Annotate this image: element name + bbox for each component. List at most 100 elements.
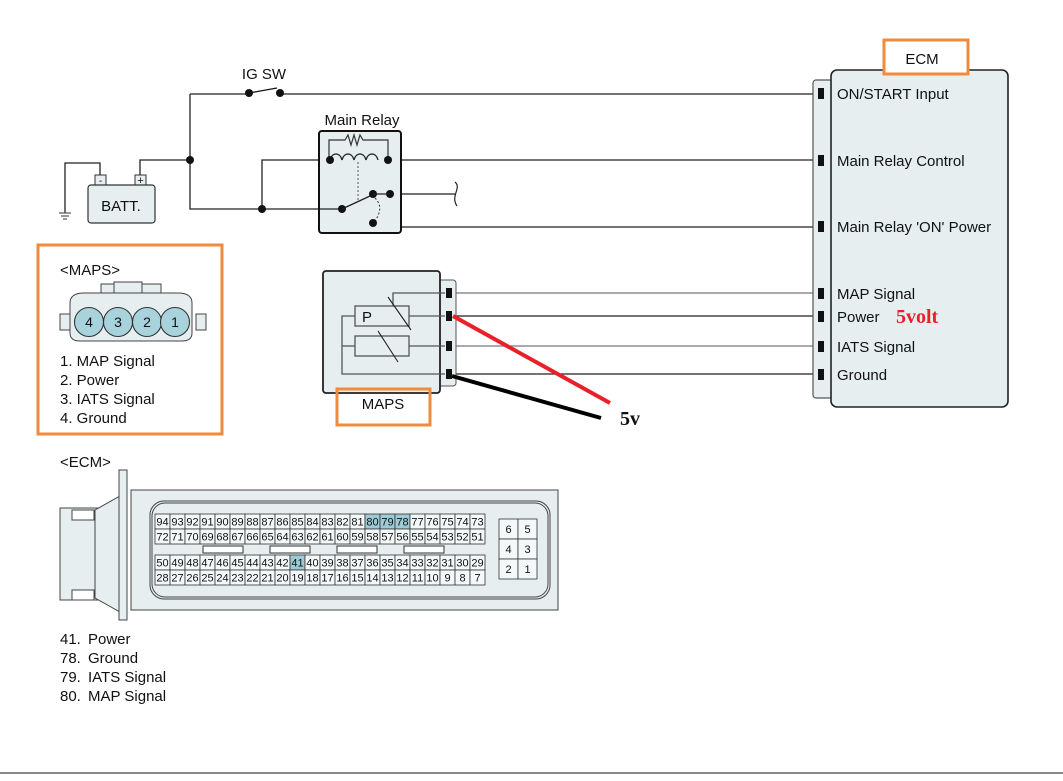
ecm-pin-number: 12	[396, 573, 408, 585]
ecm-connector-title: <ECM>	[60, 454, 111, 471]
ignition-switch: IG SW	[242, 66, 287, 97]
ecm-pin-number: 7	[474, 573, 480, 585]
ecm-pin-number: 79	[381, 517, 393, 529]
ecm-legend-num: 78.	[60, 650, 81, 667]
ecm-pin-number: 24	[216, 573, 228, 585]
ecm-key-slots	[202, 545, 445, 554]
ecm-pin-number: 37	[351, 558, 363, 570]
ecm-legend-label: Ground	[88, 650, 138, 667]
ecm-pin-number: 27	[171, 573, 183, 585]
ecm-pin-number: 47	[201, 558, 213, 570]
ecm-pin-number: 13	[381, 573, 393, 585]
ecm-pin-number: 51	[471, 532, 483, 544]
ecm-aux-pin-number: 1	[524, 564, 530, 576]
maps-connector-title: <MAPS>	[60, 262, 120, 279]
ecm-aux-pin-number: 2	[505, 564, 511, 576]
ecm-pin-number: 54	[426, 532, 438, 544]
ecm-pin-number: 75	[441, 517, 453, 529]
ecm-pin-label: IATS Signal	[837, 339, 915, 356]
wire-battery-positive	[139, 159, 190, 180]
ecm-pin-number: 68	[216, 532, 228, 544]
ecm-pin-number: 71	[171, 532, 183, 544]
ecm-pin-terminals	[818, 88, 824, 380]
ecm-pin-number: 94	[156, 517, 168, 529]
ecm-pin-number: 43	[261, 558, 273, 570]
ecm-pin-cell	[469, 528, 486, 545]
ecm-pin-number: 82	[336, 517, 348, 529]
ecm-pin-number: 64	[276, 532, 288, 544]
ecm-pin-number: 63	[291, 532, 303, 544]
ecm-pin-number: 81	[351, 517, 363, 529]
ecm-pin-number: 40	[306, 558, 318, 570]
ecm-pin-number: 30	[456, 558, 468, 570]
ecm-pin-labels: ON/START Input Main Relay Control Main R…	[837, 86, 991, 384]
ecm-pin-number: 76	[426, 517, 438, 529]
ecm-pin-number: 11	[412, 573, 423, 585]
maps-legend-item: 3. IATS Signal	[60, 391, 155, 408]
ecm-aux-pin-number: 3	[524, 544, 530, 556]
ecm-legend-num: 80.	[60, 688, 81, 705]
ecm-pin-label: Main Relay Control	[837, 153, 965, 170]
ecm-pin-label: ON/START Input	[837, 86, 950, 103]
ecm-pin-number: 72	[156, 532, 168, 544]
ecm-pin-label: MAP Signal	[837, 286, 915, 303]
ecm-pin-number: 26	[186, 573, 198, 585]
ecm-pin-number: 20	[276, 573, 288, 585]
ecm-pin-number: 36	[366, 558, 378, 570]
maps-label: MAPS	[362, 396, 405, 413]
ecm-pin-number: 50	[156, 558, 168, 570]
ecm-pin-number: 48	[186, 558, 198, 570]
ecm-pin-number: 17	[321, 573, 333, 585]
battery: - + BATT.	[87, 174, 156, 224]
maps-pin-number: 3	[114, 314, 122, 330]
test-lead-voltage-annotation: 5v	[620, 408, 640, 430]
ecm-pin-label: Power	[837, 309, 880, 326]
maps-sensor: P MAPS	[322, 270, 457, 427]
ecm-pin-number: 8	[459, 573, 465, 585]
ecm-legend-label: MAP Signal	[88, 688, 166, 705]
ecm-pin-number: 87	[261, 517, 273, 529]
ecm-pin-number: 93	[171, 517, 183, 529]
ground-icon	[59, 212, 71, 220]
ecm-pin-number: 44	[246, 558, 258, 570]
wire-continuation-icon	[454, 181, 458, 207]
main-relay-label: Main Relay	[324, 112, 400, 129]
maps-pin	[159, 306, 191, 338]
ecm-pin-number: 33	[411, 558, 423, 570]
ecm-pin-number: 83	[321, 517, 333, 529]
red-test-lead	[452, 314, 611, 405]
ecm-pin-number: 49	[171, 558, 183, 570]
pressure-sensor-symbol: P	[362, 309, 372, 326]
ecm-pin-number: 57	[381, 532, 393, 544]
ecm-legend-label: IATS Signal	[88, 669, 166, 686]
ecm-pin-number: 16	[336, 573, 348, 585]
wire-relay-coil-feed	[261, 159, 330, 209]
ecm-pin-cell	[469, 569, 486, 586]
maps-legend-item: 4. Ground	[60, 410, 127, 427]
ecm-pin-number: 61	[321, 532, 333, 544]
ecm-pin-number: 15	[351, 573, 363, 585]
ecm-pin-number: 45	[231, 558, 243, 570]
maps-legend-item: 1. MAP Signal	[60, 353, 155, 370]
ecm-pin-number: 73	[471, 517, 483, 529]
ecm-pin-number: 67	[231, 532, 243, 544]
ecm-legend-label: Power	[88, 631, 131, 648]
maps-connector-panel: <MAPS> 4 3 2 1 1. MAP Signal 2. Power 3.…	[36, 243, 224, 436]
ecm-legend-num: 79.	[60, 669, 81, 686]
ecm-aux-pin-number: 5	[524, 524, 530, 536]
ecm-pin-number: 52	[456, 532, 468, 544]
ecm-pin-number: 46	[216, 558, 228, 570]
ecm-pin-number: 55	[411, 532, 423, 544]
ecm-pin-number: 80	[366, 517, 378, 529]
ecm-pin-number: 42	[276, 558, 288, 570]
ecm-pin-number: 90	[216, 517, 228, 529]
ecm-pin-label: Ground	[837, 367, 887, 384]
power-voltage-annotation: 5volt	[896, 306, 939, 328]
main-relay: Main Relay	[318, 112, 402, 234]
ecm-pin-number: 59	[351, 532, 363, 544]
ecm-pin-number: 91	[201, 517, 213, 529]
ecm-pin-number: 28	[156, 573, 168, 585]
ecm-aux-pin-number: 6	[505, 524, 511, 536]
